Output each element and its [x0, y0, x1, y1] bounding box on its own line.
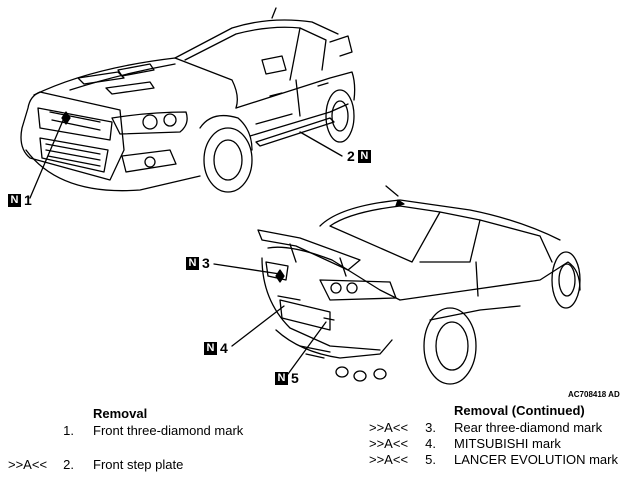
- list-item: >>A<< 4. MITSUBISHI mark: [0, 436, 644, 452]
- callout-number: 2: [347, 148, 355, 164]
- vehicle-illustration: [20, 7, 581, 385]
- procedure-ref: >>A<<: [369, 436, 409, 451]
- callout-5: N 5: [275, 370, 302, 386]
- callout-badge: N: [186, 256, 199, 270]
- list-item: >>A<< 3. Rear three-diamond mark: [0, 420, 644, 436]
- list-item: >>A<< 2. Front step plate: [0, 457, 320, 473]
- procedure-ref: >>A<<: [8, 457, 48, 472]
- callout-badge: N: [8, 193, 21, 207]
- callout-number: 5: [291, 370, 299, 386]
- item-number: 4.: [425, 436, 436, 451]
- item-name: Front three-diamond mark: [93, 423, 244, 438]
- list-item: >>A<< 5. LANCER EVOLUTION mark: [0, 452, 644, 468]
- list-item: 1. Front three-diamond mark: [0, 423, 320, 439]
- callout-2: 2 N: [344, 148, 371, 164]
- left-list-heading: Removal: [93, 406, 148, 421]
- callout-badge: N: [204, 341, 217, 355]
- item-number: 3.: [425, 420, 436, 435]
- callout-number: 4: [220, 340, 228, 356]
- figure-code: AC708418 AD: [568, 390, 620, 399]
- item-number: 1.: [63, 423, 74, 438]
- callout-4: N 4: [204, 340, 231, 356]
- item-name: MITSUBISHI mark: [454, 436, 561, 451]
- item-name: Front step plate: [93, 457, 184, 472]
- rear-car-drawing: [213, 185, 581, 385]
- item-name: LANCER EVOLUTION mark: [454, 452, 618, 467]
- procedure-ref: >>A<<: [369, 420, 409, 435]
- procedure-ref: >>A<<: [369, 452, 409, 467]
- item-name: Rear three-diamond mark: [454, 420, 603, 435]
- right-list-heading: Removal (Continued): [454, 403, 585, 418]
- callout-number: 3: [202, 255, 210, 271]
- item-number: 2.: [63, 457, 74, 472]
- callout-badge: N: [357, 149, 371, 163]
- item-number: 5.: [425, 452, 436, 467]
- front-car-drawing: [20, 7, 356, 199]
- callout-badge: N: [275, 371, 288, 385]
- callout-number: 1: [24, 192, 32, 208]
- callout-1: N 1: [8, 192, 35, 208]
- callout-3: N 3: [186, 255, 213, 271]
